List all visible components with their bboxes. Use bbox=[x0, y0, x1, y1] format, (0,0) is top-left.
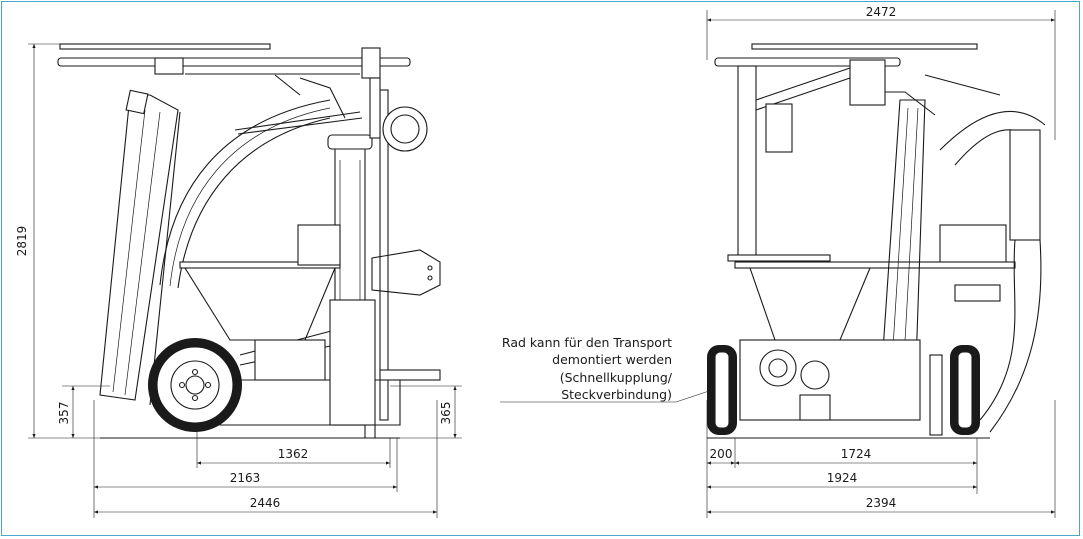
note-line-3: (Schnellkupplung/ bbox=[560, 370, 673, 385]
dim-1724: 1724 bbox=[841, 447, 872, 461]
dim-1924: 1924 bbox=[827, 471, 858, 485]
dim-2446: 2446 bbox=[250, 496, 281, 510]
note-line-4: Steckverbindung) bbox=[561, 387, 672, 402]
note-line-1: Rad kann für den Transport bbox=[502, 335, 672, 350]
dim-1362: 1362 bbox=[278, 447, 309, 461]
dim-height-365: 365 bbox=[439, 402, 453, 425]
note-line-2: demontiert werden bbox=[552, 352, 672, 367]
dim-200: 200 bbox=[710, 447, 733, 461]
side-view: 2819 357 365 1362 2163 2446 bbox=[15, 43, 462, 518]
dim-height-357: 357 bbox=[57, 402, 71, 425]
dim-2163: 2163 bbox=[230, 471, 261, 485]
rear-view: 2472 200 1724 1924 2394 bbox=[706, 5, 1056, 518]
dim-height-2819: 2819 bbox=[15, 226, 29, 257]
dim-width-2472: 2472 bbox=[866, 5, 897, 19]
transport-note: Rad kann für den Transport demontiert we… bbox=[500, 335, 713, 403]
dim-2394: 2394 bbox=[866, 496, 897, 510]
